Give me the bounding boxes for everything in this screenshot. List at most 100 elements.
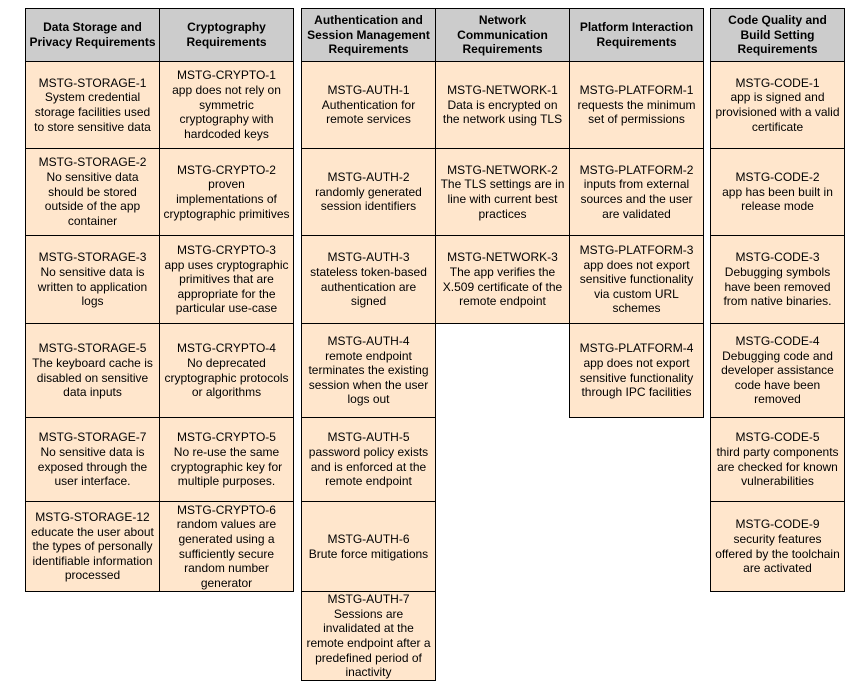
requirement-id: MSTG-PLATFORM-1 [579,83,694,98]
requirement-cell: MSTG-AUTH-1 Authentication for remote se… [301,61,436,149]
requirement-cell: MSTG-PLATFORM-3 app does not export sens… [569,235,704,324]
column-data-storage: Data Storage and Privacy Requirements MS… [25,8,160,592]
requirement-id: MSTG-CODE-1 [735,75,820,90]
requirement-id: MSTG-CRYPTO-6 [177,502,276,517]
requirement-id: MSTG-CRYPTO-5 [177,430,276,445]
requirement-id: MSTG-CODE-9 [735,517,820,532]
requirement-cell: MSTG-CODE-4 Debugging code and developer… [710,323,845,418]
column-cryptography: Cryptography Requirements MSTG-CRYPTO-1 … [159,8,294,592]
requirement-cell: MSTG-STORAGE-3 No sensitive data is writ… [25,235,160,324]
requirement-id: MSTG-CRYPTO-4 [177,341,276,356]
column-header-authentication: Authentication and Session Management Re… [301,8,436,62]
requirement-description: The TLS settings are in line with curren… [440,177,565,221]
requirement-description: security features offered by the toolcha… [715,531,840,576]
requirement-cell: MSTG-AUTH-3 stateless token-based authen… [301,235,436,324]
column-header-cryptography: Cryptography Requirements [159,8,294,62]
requirement-id: MSTG-CODE-4 [735,333,820,348]
requirement-id: MSTG-STORAGE-7 [38,430,147,445]
requirement-cell: MSTG-AUTH-4 remote endpoint terminates t… [301,323,436,418]
requirement-description: app does not export sensitive functional… [579,355,694,400]
requirement-description: educate the user about the types of pers… [31,524,154,583]
requirement-description: app does not export sensitive functional… [579,257,694,316]
requirement-cell: MSTG-CRYPTO-5 No re-use the same cryptog… [159,417,294,502]
requirement-description: No sensitive data is exposed through the… [37,444,148,489]
requirement-description: app does not rely on symmetric cryptogra… [172,83,281,141]
requirement-id: MSTG-STORAGE-12 [35,509,150,524]
column-header-data-storage: Data Storage and Privacy Requirements [25,8,160,62]
requirement-description: Data is encrypted on the network using T… [442,97,563,127]
requirement-description: The keyboard cache is disabled on sensit… [32,355,153,400]
requirement-description: randomly generated session identifiers [315,184,422,214]
requirement-description: The app verifies the X.509 certificate o… [442,264,563,309]
requirement-cell: MSTG-STORAGE-5 The keyboard cache is dis… [25,323,160,418]
requirement-cell: MSTG-NETWORK-2 The TLS settings are in l… [435,148,570,236]
requirement-id: MSTG-AUTH-4 [327,333,410,348]
requirement-cell: MSTG-CODE-9 security features offered by… [710,501,845,592]
requirement-id: MSTG-NETWORK-1 [447,83,558,98]
column-platform: Platform Interaction Requirements MSTG-P… [569,8,704,418]
requirement-cell: MSTG-STORAGE-7 No sensitive data is expo… [25,417,160,502]
requirement-description: No deprecated cryptographic protocols or… [164,355,289,400]
requirement-id: MSTG-CRYPTO-2 [177,162,276,177]
requirement-cell: MSTG-PLATFORM-2 inputs from external sou… [569,148,704,236]
requirement-cell: MSTG-CRYPTO-6 random values are generate… [159,501,294,592]
requirement-id: MSTG-AUTH-1 [327,83,410,98]
requirement-description: remote endpoint terminates the existing … [308,348,429,407]
column-network: Network Communication Requirements MSTG-… [435,8,570,324]
requirement-description: Sessions are invalidated at the remote e… [306,606,431,680]
requirement-description: No re-use the same cryptographic key for… [170,444,283,489]
requirement-id: MSTG-CRYPTO-3 [177,242,276,257]
requirement-id: MSTG-NETWORK-3 [447,250,558,265]
requirement-id: MSTG-CODE-5 [735,430,820,445]
requirement-description: password policy exists and is enforced a… [308,444,429,489]
requirement-cell: MSTG-NETWORK-3 The app verifies the X.50… [435,235,570,324]
requirement-cell: MSTG-CRYPTO-3 app uses cryptographic pri… [159,235,294,324]
requirement-cell: MSTG-AUTH-7 Sessions are invalidated at … [301,591,436,681]
requirement-cell: MSTG-CODE-2 app has been built in releas… [710,148,845,236]
requirement-cell: MSTG-AUTH-2 randomly generated session i… [301,148,436,236]
requirement-description: requests the minimum set of permissions [577,97,696,127]
requirement-cell: MSTG-CODE-1 app is signed and provisione… [710,61,845,149]
requirement-description: Authentication for remote services [321,97,416,127]
requirement-id: MSTG-STORAGE-1 [38,75,147,90]
requirement-cell: MSTG-STORAGE-2 No sensitive data should … [25,148,160,236]
requirement-cell: MSTG-CRYPTO-4 No deprecated cryptographi… [159,323,294,418]
column-header-network: Network Communication Requirements [435,8,570,62]
requirement-id: MSTG-STORAGE-2 [38,155,147,170]
requirement-id: MSTG-PLATFORM-2 [579,162,694,177]
requirement-id: MSTG-PLATFORM-3 [579,242,694,257]
requirement-id: MSTG-AUTH-5 [327,430,410,445]
requirement-description: Debugging code and developer assistance … [721,348,834,407]
requirement-id: MSTG-AUTH-3 [327,250,410,265]
column-code-quality: Code Quality and Build Setting Requireme… [710,8,845,592]
requirement-description: inputs from external sources and the use… [580,177,693,221]
requirement-cell: MSTG-CODE-3 Debugging symbols have been … [710,235,845,324]
column-header-code-quality: Code Quality and Build Setting Requireme… [710,8,845,62]
requirement-cell: MSTG-CRYPTO-2 proven implementations of … [159,148,294,236]
requirement-id: MSTG-AUTH-2 [327,170,410,185]
requirement-cell: MSTG-PLATFORM-4 app does not export sens… [569,323,704,418]
requirement-description: Debugging symbols have been removed from… [723,264,832,309]
requirement-cell: MSTG-AUTH-5 password policy exists and i… [301,417,436,502]
requirement-description: proven implementations of cryptographic … [163,177,290,221]
column-authentication: Authentication and Session Management Re… [301,8,436,681]
requirement-description: stateless token-based authentication are… [310,264,427,309]
requirement-description: Brute force mitigations [308,546,429,561]
requirement-description: System credential storage facilities use… [34,90,151,134]
requirement-description: app is signed and provisioned with a val… [715,90,840,134]
requirement-cell: MSTG-CODE-5 third party components are c… [710,417,845,502]
requirement-cell: MSTG-AUTH-6 Brute force mitigations [301,501,436,592]
requirement-id: MSTG-PLATFORM-4 [579,341,694,356]
requirement-cell: MSTG-PLATFORM-1 requests the minimum set… [569,61,704,149]
requirement-description: No sensitive data is written to applicat… [37,264,148,309]
requirement-id: MSTG-STORAGE-5 [38,341,147,356]
requirement-cell: MSTG-STORAGE-12 educate the user about t… [25,501,160,592]
requirement-id: MSTG-CRYPTO-1 [177,68,276,83]
requirement-id: MSTG-CODE-2 [735,170,820,185]
requirement-cell: MSTG-STORAGE-1 System credential storage… [25,61,160,149]
requirement-cell: MSTG-NETWORK-1 Data is encrypted on the … [435,61,570,149]
requirement-id: MSTG-CODE-3 [735,250,820,265]
requirement-id: MSTG-AUTH-6 [327,531,410,546]
requirement-description: app has been built in release mode [722,184,833,214]
